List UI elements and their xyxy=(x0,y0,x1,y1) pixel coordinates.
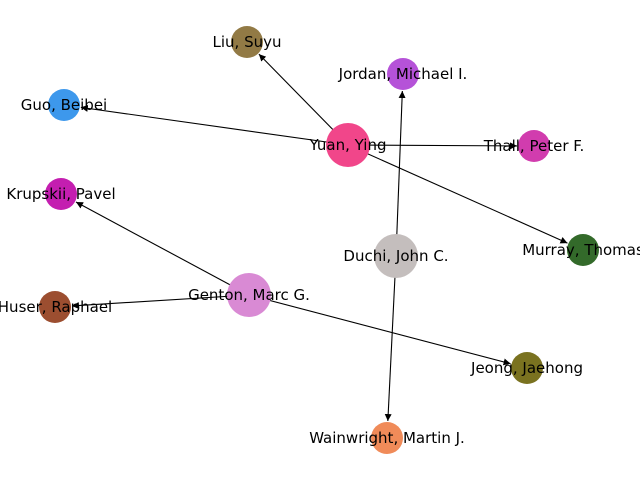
node-label-huser: Huser, Raphael xyxy=(0,298,112,316)
node-genton xyxy=(227,273,271,317)
node-label-murray: Murray, Thomas xyxy=(522,241,640,259)
node-label-thall: Thall, Peter F. xyxy=(483,137,585,155)
node-jordan xyxy=(387,58,419,90)
node-label-jordan: Jordan, Michael I. xyxy=(338,65,468,83)
node-wainwright xyxy=(371,422,403,454)
node-label-wainwright: Wainwright, Martin J. xyxy=(309,429,465,447)
edge-genton-to-krupskii xyxy=(75,201,250,296)
node-murray xyxy=(567,234,599,266)
edge-yuan-to-thall xyxy=(347,142,518,150)
edge-duchi-to-wainwright xyxy=(384,255,397,422)
node-label-duchi: Duchi, John C. xyxy=(343,247,448,265)
node-label-guo: Guo, Beibei xyxy=(21,96,107,114)
edge-genton-to-huser xyxy=(71,294,250,310)
nodes-layer xyxy=(39,26,599,454)
edge-yuan-to-murray xyxy=(347,144,568,244)
node-label-liu: Liu, Suyu xyxy=(213,33,282,51)
node-label-jeong: Jeong, Jaehong xyxy=(470,359,583,377)
node-krupskii xyxy=(45,178,77,210)
edge-duchi-to-jordan xyxy=(395,90,406,257)
node-liu xyxy=(231,26,263,58)
node-jeong xyxy=(511,352,543,384)
edge-yuan-to-guo xyxy=(80,104,349,146)
node-thall xyxy=(518,130,550,162)
node-duchi xyxy=(374,234,418,278)
node-label-genton: Genton, Marc G. xyxy=(188,286,310,304)
edge-genton-to-jeong xyxy=(248,294,511,366)
node-guo xyxy=(48,89,80,121)
node-yuan xyxy=(326,123,370,167)
node-label-krupskii: Krupskii, Pavel xyxy=(6,185,115,203)
node-label-yuan: Yuan, Ying xyxy=(308,136,386,154)
edges-layer xyxy=(71,53,568,422)
node-huser xyxy=(39,291,71,323)
